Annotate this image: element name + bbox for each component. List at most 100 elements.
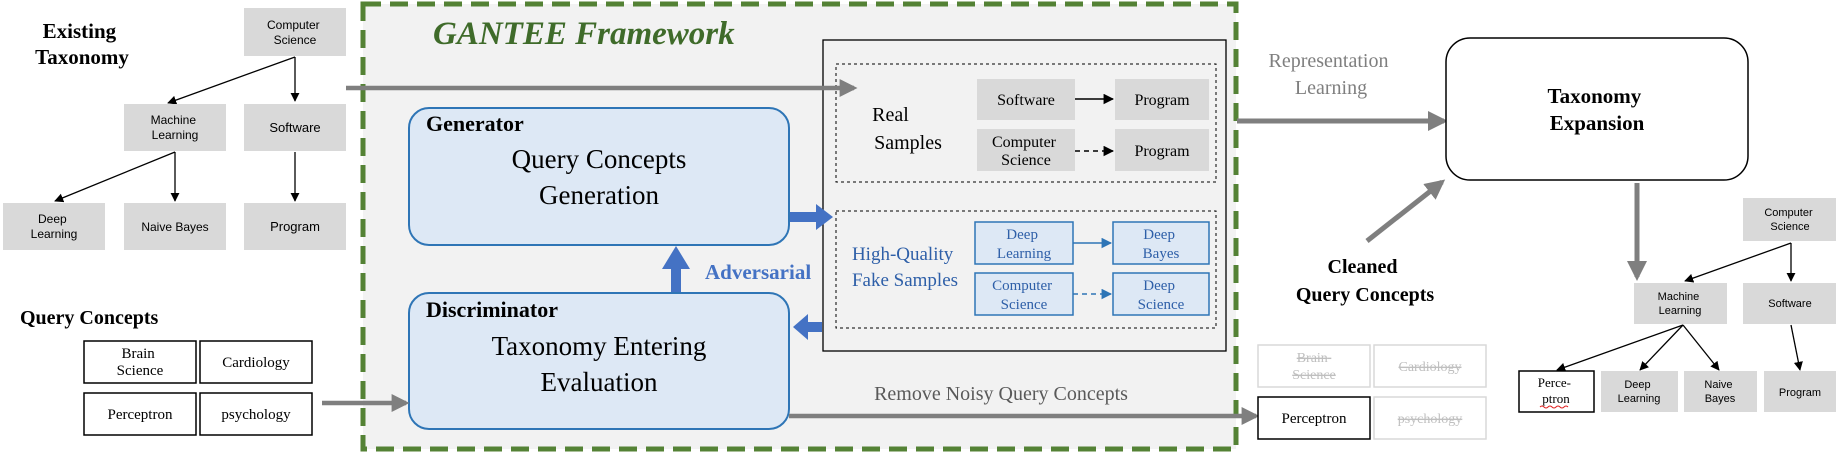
- exp-node-perceptron-line1: Perce-: [1538, 375, 1571, 390]
- gantee-framework: GANTEE Framework Generator Query Concept…: [360, 1, 1239, 452]
- exp-node-naive-bayes-line1: Naive: [1704, 379, 1732, 391]
- fake-pair1-left-line1: Deep: [1006, 227, 1038, 243]
- node-deep-learning-line2: Learning: [31, 227, 78, 241]
- node-machine-learning-line1: Machine: [151, 113, 197, 127]
- real-pair1-right: Program: [1115, 79, 1209, 120]
- existing-taxonomy-title: Existing Taxonomy: [35, 19, 129, 69]
- filtered-brain-science-line2: Science: [1292, 368, 1336, 383]
- taxonomy-expansion-box: Taxonomy Expansion: [1445, 37, 1749, 181]
- exp-node-perceptron: Perce- ptron: [1518, 370, 1595, 413]
- fake-pair1-right-line2: Bayes: [1143, 246, 1180, 262]
- remove-noisy-label: Remove Noisy Query Concepts: [874, 383, 1128, 405]
- adversarial-arrow: [662, 246, 690, 292]
- svg-text:Computer Science: Computer Science: [992, 134, 1060, 169]
- fake-samples-label-line2: Fake Samples: [852, 270, 958, 291]
- taxonomy-expansion-line2: Expansion: [1550, 111, 1645, 135]
- svg-text:Deep Learning: Deep Learning: [997, 227, 1052, 262]
- query-cardiology-label: Cardiology: [222, 355, 290, 371]
- generator-line1: Query Concepts: [512, 144, 687, 174]
- real-pair1-left: Software: [977, 79, 1075, 120]
- node-software-label: Software: [269, 120, 320, 135]
- node-software: Software: [244, 104, 346, 151]
- node-naive-bayes-label: Naive Bayes: [141, 220, 208, 234]
- fake-pair1-left-line2: Learning: [997, 246, 1052, 262]
- query-brain-science-line2: Science: [117, 363, 164, 379]
- fake-samples-frame: [835, 210, 1217, 329]
- exp-node-perceptron-spellcheck: [1539, 405, 1569, 409]
- exp-node-deep-learning: Deep Learning: [1601, 371, 1678, 412]
- filtered-perceptron: Perceptron: [1257, 396, 1371, 440]
- filtered-cardiology-label: Cardiology: [1399, 360, 1462, 375]
- representation-learning-line1: Representation: [1269, 50, 1389, 72]
- fake-pair1-left: Deep Learning: [974, 221, 1074, 265]
- real-samples-frame: [835, 63, 1217, 183]
- fake-pair2-right: Deep Science: [1112, 272, 1210, 316]
- query-concepts-title: Query Concepts: [20, 307, 159, 329]
- exp-edge-ml-deep-learning: [1639, 324, 1684, 371]
- node-computer-science-line2: Science: [274, 33, 317, 47]
- real-pair2-left-line2: Science: [1001, 152, 1051, 169]
- svg-text:Brain Science: Brain Science: [1292, 351, 1336, 383]
- exp-node-computer-science: Computer Science: [1743, 198, 1836, 241]
- exp-node-machine-learning: Machine Learning: [1634, 283, 1727, 324]
- filtered-brain-science-line1: Brain: [1297, 351, 1328, 366]
- query-perceptron-label: Perceptron: [108, 407, 173, 423]
- fake-samples: High-Quality Fake Samples Deep Learning …: [835, 210, 1217, 329]
- node-deep-learning-line1: Deep: [38, 212, 67, 226]
- svg-text:Taxonomy Expansion: Taxonomy Expansion: [1547, 84, 1646, 135]
- filtered-psychology: psychology: [1373, 396, 1487, 440]
- fake-pair2-left: Computer Science: [974, 272, 1074, 316]
- filtered-brain-science: Brain Science: [1257, 344, 1371, 388]
- node-computer-science: Computer Science: [244, 8, 346, 56]
- query-cardiology: Cardiology: [199, 340, 313, 384]
- real-pair2-right-label: Program: [1134, 143, 1190, 160]
- framework-title: GANTEE Framework: [433, 16, 735, 52]
- real-pair2-left: Computer Science: [977, 129, 1075, 171]
- fake-to-discriminator-arrow: [793, 314, 822, 340]
- real-pair2-left-line1: Computer: [992, 134, 1057, 151]
- svg-text:Machine Learning: Machine Learning: [151, 113, 200, 142]
- taxonomy-expansion-line1: Taxonomy: [1547, 84, 1641, 108]
- edge-ml-deep-learning: [54, 151, 176, 203]
- filtered-psychology-label: psychology: [1398, 412, 1463, 427]
- generator-to-fake-arrow: [790, 204, 833, 230]
- node-naive-bayes: Naive Bayes: [124, 203, 226, 250]
- exp-edge-ml-perceptron: [1556, 324, 1684, 372]
- query-brain-science-line1: Brain: [121, 346, 155, 362]
- exp-node-naive-bayes-line2: Bayes: [1705, 393, 1736, 405]
- svg-text:High-Quality Fake Samp: High-Quality Fake Samples: [852, 244, 958, 291]
- node-computer-science-line1: Computer: [267, 18, 320, 32]
- cleaned-query-concepts-line2: Query Concepts: [1296, 284, 1435, 306]
- real-samples-label-line1: Real: [872, 104, 909, 126]
- svg-text:Machine Learning: Machine Learning: [1658, 291, 1703, 317]
- query-psychology: psychology: [199, 392, 313, 436]
- exp-node-naive-bayes: Naive Bayes: [1684, 371, 1757, 412]
- fake-pair2-left-line2: Science: [1001, 297, 1048, 313]
- exp-edge-ml-naive-bayes: [1682, 324, 1720, 371]
- real-pair1-right-label: Program: [1134, 92, 1190, 109]
- filtered-concepts: Brain Science Cardiology Perceptron psyc…: [1257, 344, 1487, 440]
- node-machine-learning-line2: Learning: [152, 128, 199, 142]
- fake-pair2-right-line2: Science: [1138, 297, 1185, 313]
- cleaned-query-concepts-line1: Cleaned: [1328, 256, 1398, 278]
- real-samples: Real Samples Software Program Computer S…: [835, 63, 1217, 183]
- existing-taxonomy-title-line1: Existing: [43, 19, 117, 43]
- representation-learning-label: Representation Learning: [1269, 50, 1394, 99]
- real-pair2-right: Program: [1115, 129, 1209, 171]
- filtered-perceptron-label: Perceptron: [1282, 411, 1347, 427]
- discriminator-label: Discriminator: [426, 297, 558, 322]
- existing-taxonomy-title-line2: Taxonomy: [35, 45, 129, 69]
- discriminator-box: Discriminator Taxonomy Entering Evaluati…: [408, 292, 790, 430]
- real-samples-label-line2: Samples: [874, 132, 942, 154]
- fake-pair2-left-line1: Computer: [992, 278, 1052, 294]
- edge-cs-ml: [167, 56, 296, 105]
- existing-taxonomy: Existing Taxonomy Computer Science Machi…: [3, 8, 346, 250]
- exp-node-perceptron-line2: ptron: [1542, 391, 1570, 406]
- cleaned-query-concepts-label: Cleaned Query Concepts: [1296, 256, 1435, 306]
- fake-pair1-right: Deep Bayes: [1112, 221, 1210, 265]
- discriminator-line1: Taxonomy Entering: [492, 331, 707, 361]
- fake-pair1-right-line1: Deep: [1143, 227, 1175, 243]
- svg-text:Computer Science: Computer Science: [992, 278, 1056, 313]
